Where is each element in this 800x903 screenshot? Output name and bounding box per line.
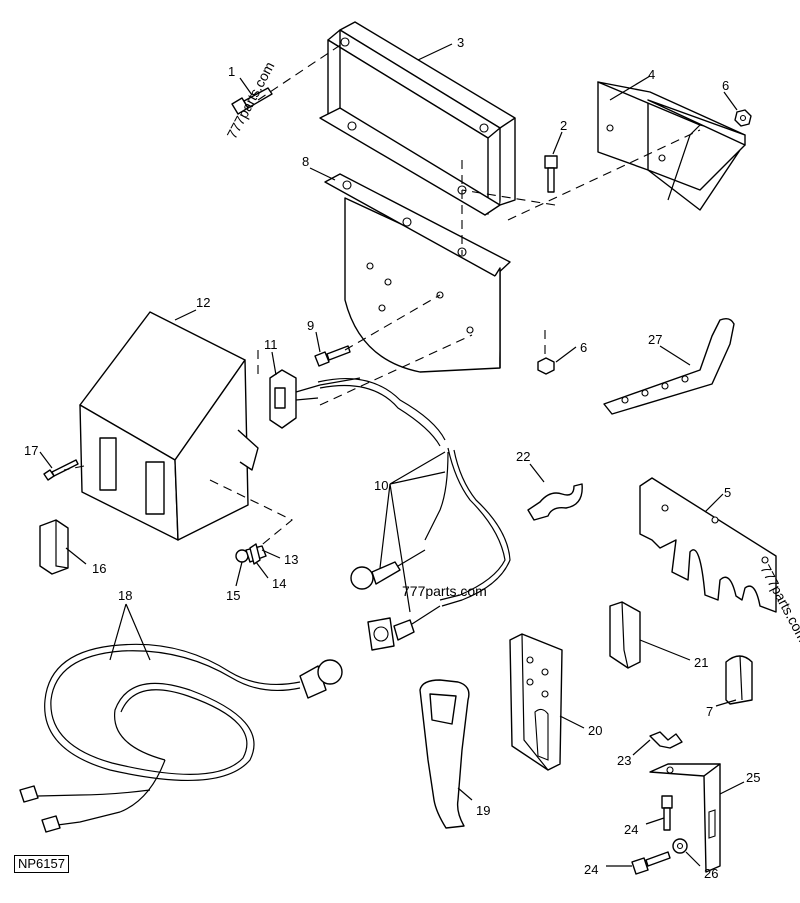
leader-lines	[39, 43, 745, 867]
part-10-wire-harness	[317, 377, 511, 651]
callout-7: 7	[706, 704, 713, 719]
callout-3: 3	[457, 35, 464, 50]
part-22-u-clamp	[527, 483, 583, 521]
alignment-lines	[63, 41, 701, 549]
watermark-center: 777parts.com	[402, 583, 487, 599]
part-5-shaped-plate	[639, 477, 777, 613]
part-24-bolt-vertical	[661, 795, 673, 831]
part-27-angled-bracket	[603, 317, 735, 415]
part-12-control-box	[79, 311, 259, 541]
callout-24-lower: 24	[584, 862, 598, 877]
part-17-screw	[43, 459, 79, 481]
callout-6-upper: 6	[722, 78, 729, 93]
callout-4: 4	[648, 67, 655, 82]
part-8-mounting-plate	[324, 173, 511, 373]
part-26-washer	[672, 838, 688, 854]
part-13-14-15-fuse-holder	[235, 543, 267, 565]
part-18-cable	[19, 643, 343, 833]
part-6-nut-upper	[734, 109, 752, 127]
callout-9: 9	[307, 318, 314, 333]
callout-21: 21	[694, 655, 708, 670]
part-1-bolt	[231, 87, 273, 115]
callout-23: 23	[617, 753, 631, 768]
callout-15: 15	[226, 588, 240, 603]
callout-18: 18	[118, 588, 132, 603]
callout-2: 2	[560, 118, 567, 133]
part-7-bumper	[725, 655, 753, 705]
callout-24-upper: 24	[624, 822, 638, 837]
callout-10: 10	[374, 478, 388, 493]
callout-17: 17	[24, 443, 38, 458]
figure-id-code: NP6157	[14, 855, 69, 873]
callout-labels: 1 2 3 4 5 6 6 7 8 9 10 11 12 13 14 15 16…	[24, 35, 760, 881]
part-4-angle-bracket	[597, 81, 746, 211]
callout-6-lower: 6	[580, 340, 587, 355]
part-2-bolt	[544, 155, 558, 193]
part-9-bolt	[314, 345, 351, 367]
part-16-cover-pad	[39, 519, 69, 575]
callout-16: 16	[92, 561, 106, 576]
callout-12: 12	[196, 295, 210, 310]
callout-26: 26	[704, 866, 718, 881]
callout-22: 22	[516, 449, 530, 464]
part-24-bolt-horizontal	[631, 851, 671, 875]
callout-5: 5	[724, 485, 731, 500]
part-25-l-bracket	[649, 763, 721, 873]
callout-11: 11	[264, 337, 278, 352]
part-23-wing-nut	[649, 731, 683, 749]
part-6-nut-lower	[537, 357, 555, 375]
part-19-wrench	[419, 679, 470, 829]
callout-8: 8	[302, 154, 309, 169]
part-3-channel-bracket	[319, 21, 516, 216]
callout-14: 14	[272, 576, 286, 591]
callout-1: 1	[228, 64, 235, 79]
callout-13: 13	[284, 552, 298, 567]
part-20-slotted-bracket	[509, 633, 563, 771]
callout-20: 20	[588, 723, 602, 738]
callout-27: 27	[648, 332, 662, 347]
part-11-switch	[269, 369, 361, 429]
callout-25: 25	[746, 770, 760, 785]
part-21-clip	[609, 601, 641, 669]
callout-19: 19	[476, 803, 490, 818]
